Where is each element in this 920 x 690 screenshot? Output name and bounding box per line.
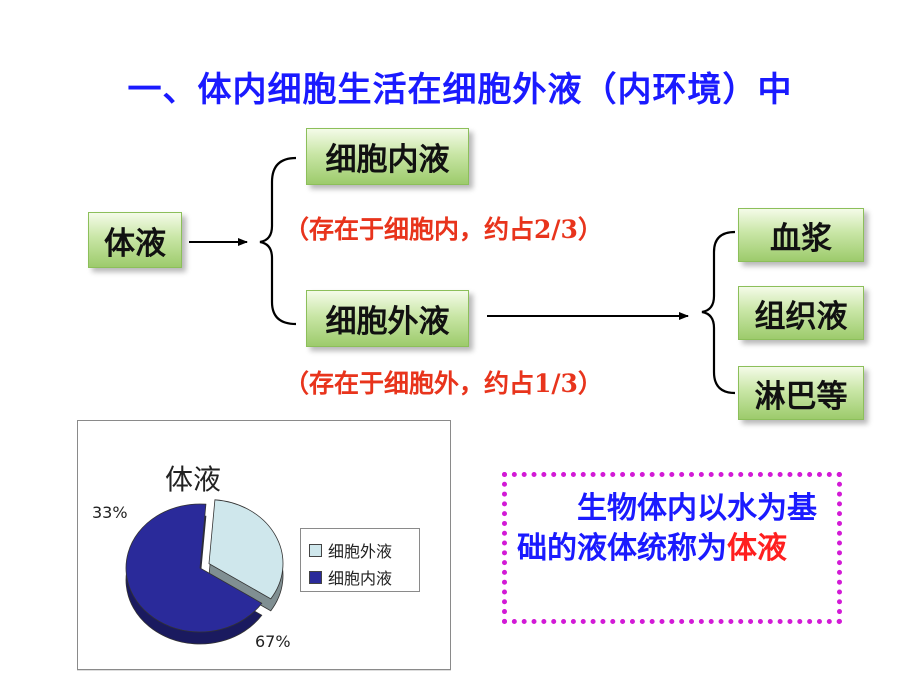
root-box-body-fluid: 体液 (88, 212, 182, 268)
chart-title: 体液 (165, 463, 222, 496)
component-label-tissue-fluid: 组织液 (754, 298, 848, 335)
extracellular-note: （存在于细胞外，约占1/3） (284, 369, 603, 398)
right-brace (701, 230, 736, 395)
intracellular-label: 细胞内液 (325, 142, 450, 178)
intracellular-note: （存在于细胞内，约占2/3） (284, 215, 603, 244)
box-intracellular-fluid: 细胞内液 (306, 128, 469, 185)
legend-item-extracellular: 细胞外液 (309, 538, 392, 562)
definition-text: 生物体内以水为基础的液体统称为 (517, 491, 817, 566)
definition-box: 生物体内以水为基础的液体统称为体液 (502, 472, 842, 624)
page-title: 一、体内细胞生活在细胞外液（内环境）中 (127, 70, 793, 110)
data-label-intracellular: 67% (255, 632, 291, 651)
component-label-lymph: 淋巴等 (754, 378, 848, 415)
legend-swatch-extracellular (309, 543, 322, 557)
data-label-extracellular: 33% (92, 503, 128, 522)
box-plasma: 血浆 (738, 208, 864, 262)
root-label: 体液 (104, 225, 166, 262)
legend-label-intracellular: 细胞内液 (328, 569, 393, 588)
box-tissue-fluid: 组织液 (738, 286, 864, 340)
left-brace (259, 156, 297, 326)
component-label-plasma: 血浆 (770, 220, 832, 257)
legend-item-intracellular: 细胞内液 (309, 565, 392, 589)
extracellular-label: 细胞外液 (325, 304, 450, 340)
pie-slice-intracellular (125, 503, 263, 633)
pie-chart (125, 499, 284, 645)
definition-highlight: 体液 (727, 531, 787, 566)
chart-legend: 细胞外液 细胞内液 (300, 528, 420, 592)
legend-label-extracellular: 细胞外液 (328, 542, 393, 561)
pie-slice-extracellular (208, 499, 284, 600)
box-lymph: 淋巴等 (738, 366, 864, 420)
box-extracellular-fluid: 细胞外液 (306, 290, 469, 347)
legend-swatch-intracellular (309, 570, 322, 584)
